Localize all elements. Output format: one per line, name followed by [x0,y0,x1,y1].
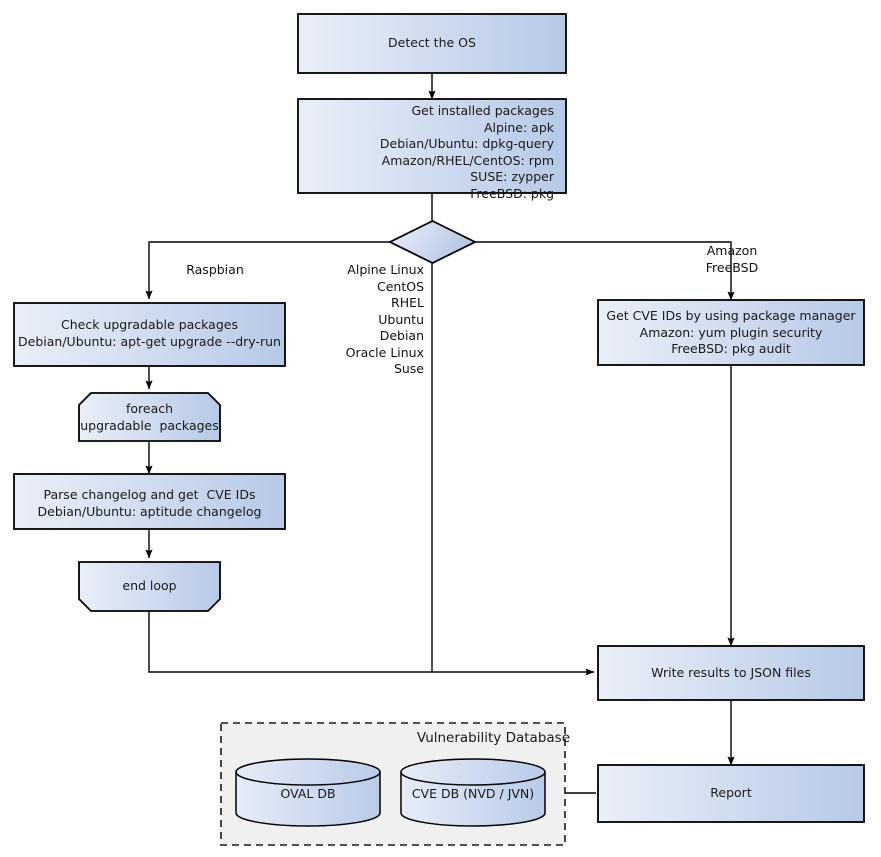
node-cve-db [400,758,546,827]
node-write-results [597,645,865,701]
node-detect-os [297,13,567,74]
vulnerability-database-title: Vulnerability Database [416,730,570,746]
node-parse-changelog [13,473,286,530]
node-report [597,764,865,823]
node-check-upgradable [13,302,286,367]
node-get-cve-ids [597,299,865,366]
node-foreach-loop [78,392,221,442]
node-decision-diamond [387,219,478,265]
node-oval-db [235,758,381,827]
branch-label-left: Raspbian [186,262,244,277]
branch-label-middle: Alpine Linux CentOS RHEL Ubuntu Debian O… [345,262,424,376]
branch-label-right: Amazon FreeBSD [705,243,759,275]
node-end-loop [78,561,221,612]
node-get-installed-packages [297,98,567,194]
node-cve-db-label: CVE DB (NVD / JVN) [411,786,535,801]
node-oval-db-label: OVAL DB [280,786,336,801]
